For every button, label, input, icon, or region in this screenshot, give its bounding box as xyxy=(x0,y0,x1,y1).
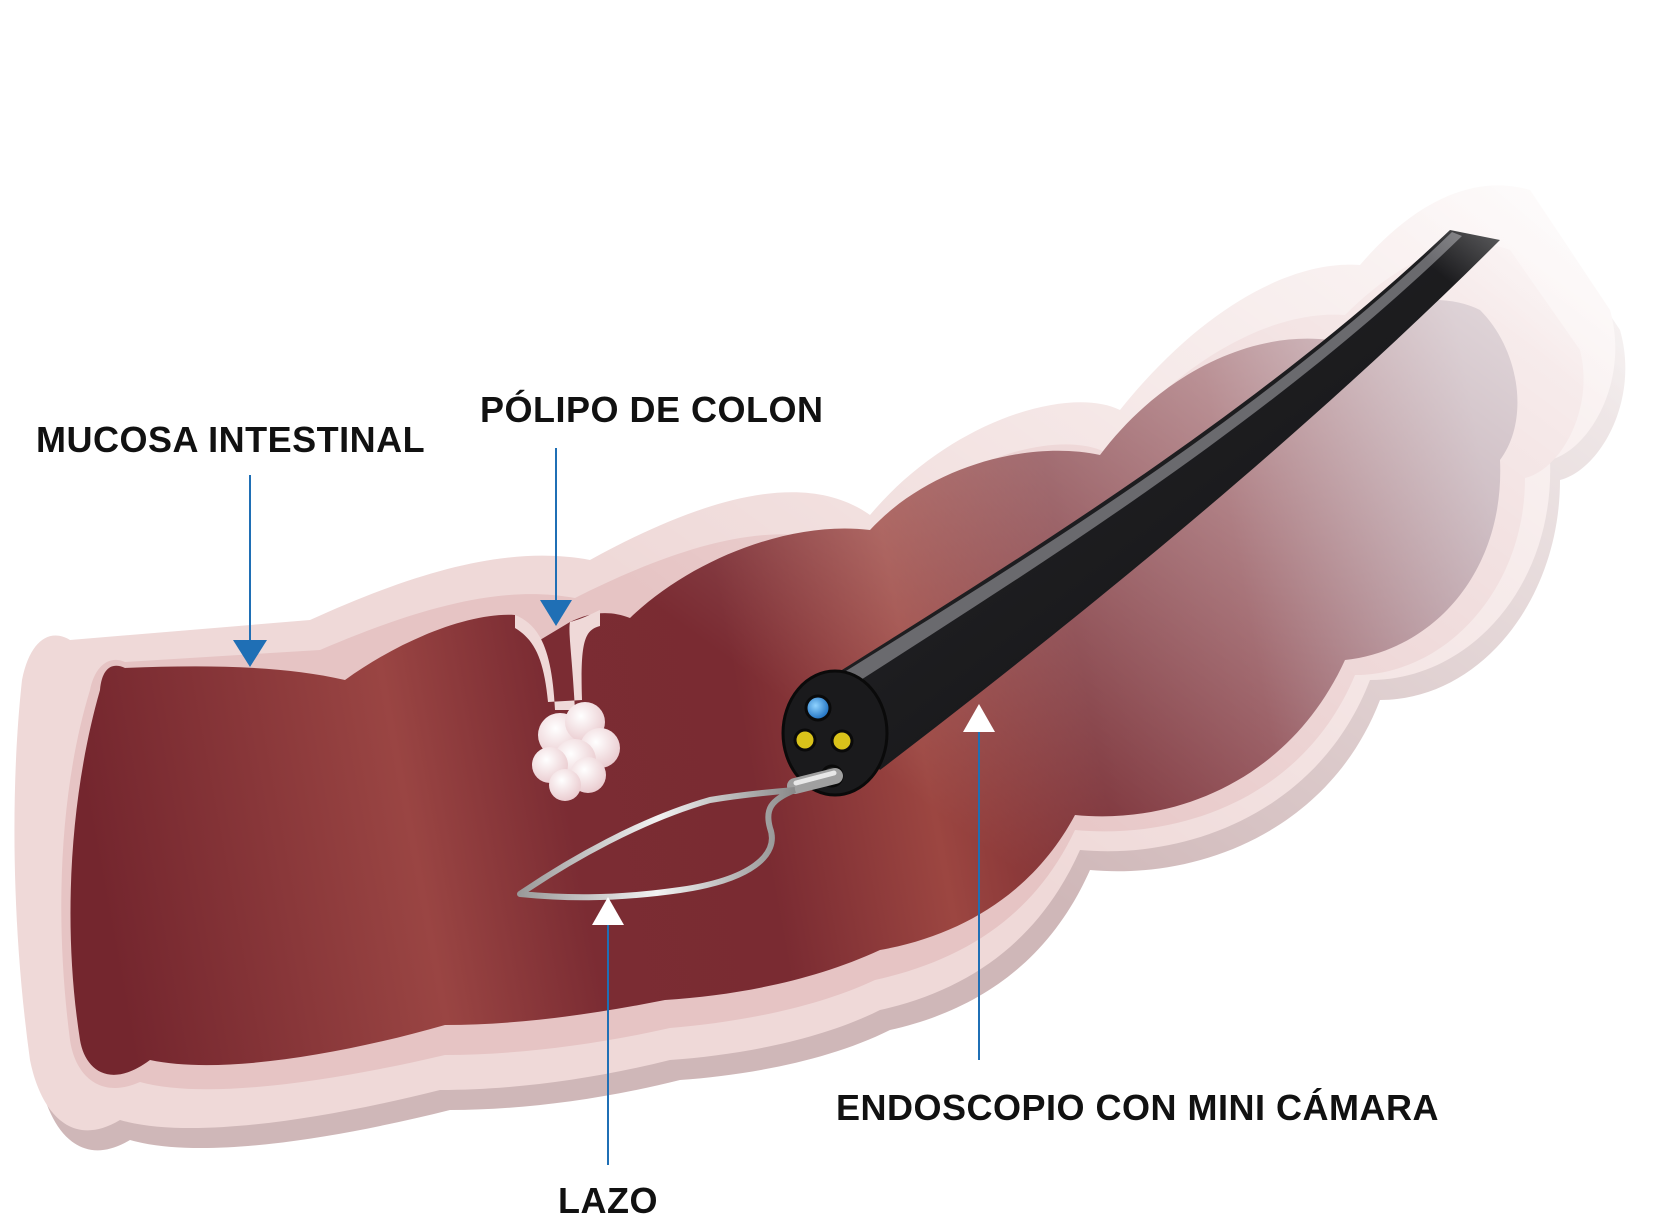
polyp-pointer-arrow xyxy=(540,600,572,626)
snare-pointer-arrow xyxy=(592,897,624,925)
snare-label: LAZO xyxy=(558,1180,658,1221)
light-left-icon xyxy=(793,728,817,752)
snare-loop xyxy=(517,787,797,901)
camera-lens-icon xyxy=(804,694,832,722)
endoscope-fade xyxy=(1200,150,1670,550)
polyp-label: PÓLIPO DE COLON xyxy=(480,389,824,430)
polyp-stalk xyxy=(515,610,600,710)
snare-sheath xyxy=(787,768,843,794)
endoscope-stripe xyxy=(812,232,1462,705)
endoscope-label: ENDOSCOPIO CON MINI CÁMARA xyxy=(836,1087,1440,1128)
polyp-cluster xyxy=(532,702,620,801)
light-right-icon xyxy=(830,729,854,753)
mucosa-pointer-arrow xyxy=(233,640,267,667)
snare-sheath-highlight xyxy=(793,770,837,786)
endoscope-pointer-arrow xyxy=(963,704,995,732)
mucosa-label: MUCOSA INTESTINAL xyxy=(36,419,426,460)
